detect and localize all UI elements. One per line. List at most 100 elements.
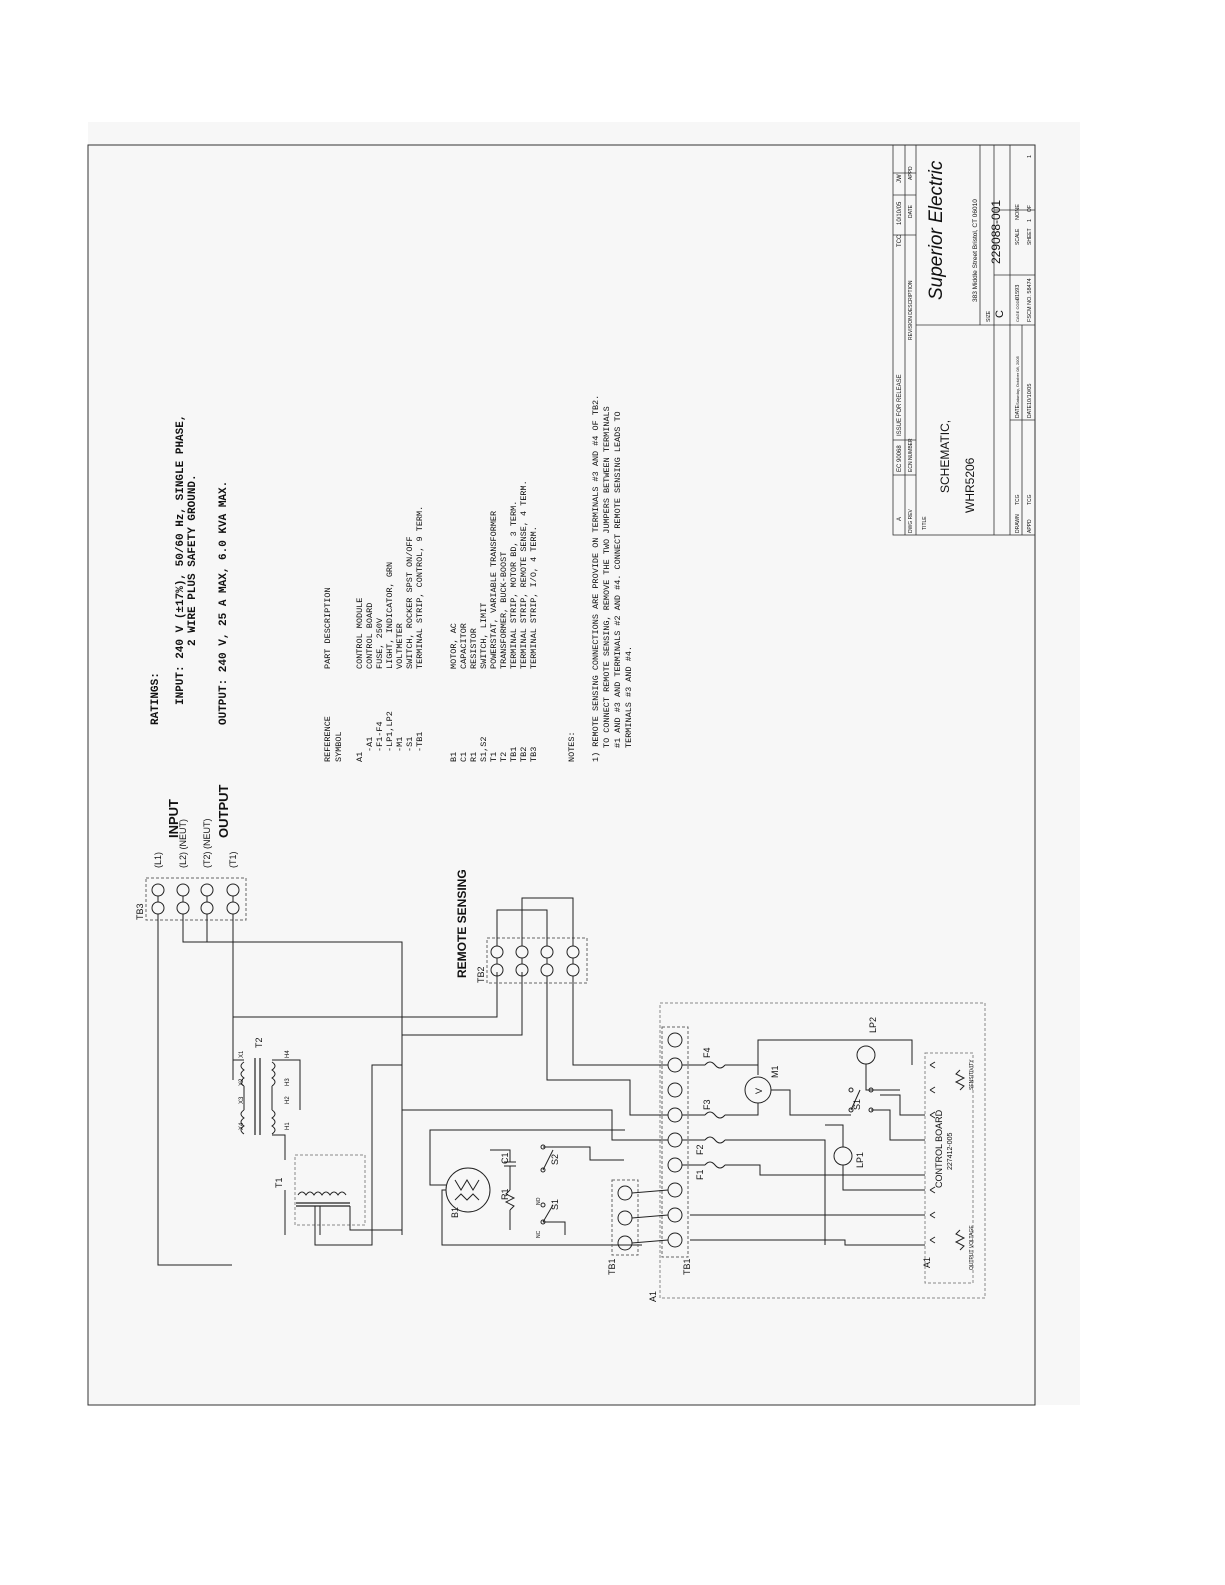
t1-label: T1: [274, 1177, 284, 1188]
f3-label: F3: [702, 1099, 712, 1110]
f2-label: F2: [695, 1144, 705, 1155]
rev-date: 10/10/05: [897, 201, 903, 225]
input-label: INPUT: [166, 799, 181, 838]
ratings-output: OUTPUT: 240 V, 25 A MAX, 6.0 KVA MAX.: [218, 481, 230, 725]
part-description: CONTROL MODULE: [355, 598, 365, 669]
part-description: TRANSFORMER, BUCK-BOOST: [499, 552, 509, 669]
tb2-terminals: [490, 945, 580, 977]
tb1-label-b: TB1: [682, 1258, 692, 1275]
drawn-by: TCG: [1015, 494, 1021, 505]
note-line-4: TERMINALS #3 AND #4.: [624, 646, 634, 748]
part-ref: -F1-F4: [375, 721, 385, 752]
part-description: SWITCH, LIMIT: [479, 603, 489, 669]
note-line-2: TO CONNECT REMOTE SENSING, REMOVE THE TW…: [602, 406, 612, 748]
part-ref: -A1: [365, 737, 375, 752]
hdr-ecn: ECN NUMBER: [908, 438, 914, 472]
fscm-number: FSCM NO. 58474: [1027, 278, 1033, 322]
scale-value: NONE: [1015, 204, 1021, 220]
part-description: SWITCH, ROCKER SPST ON/OFF: [405, 536, 415, 669]
sheet-value: 1: [1027, 219, 1033, 222]
note-line-1: 1) REMOTE SENSING CONNECTIONS ARE PROVID…: [591, 395, 601, 762]
appd-by: TCG: [1027, 494, 1033, 505]
f4-label: F4: [702, 1047, 712, 1058]
part-ref: C1: [459, 752, 469, 762]
part-ref: S1,S2: [479, 736, 489, 762]
lp1-label: LP1: [855, 1152, 865, 1168]
h3-label: H3: [285, 1078, 291, 1086]
cage-value: 01593: [1015, 285, 1021, 300]
output-label: OUTPUT: [216, 785, 231, 839]
r1-label: R1: [500, 1188, 510, 1200]
ratings-block: RATINGS: INPUT: 240 V (±17%), 50/60 Hz, …: [150, 415, 230, 725]
part-description: RESISTOR: [469, 628, 479, 669]
drawing-border: [87, 144, 1036, 1406]
part-description: CONTROL BOARD: [365, 603, 375, 669]
part-ref: -TB1: [415, 732, 425, 752]
f1-label: F1: [695, 1169, 705, 1180]
lp2-label: LP2: [868, 1017, 878, 1033]
title-block-text: A EC 90068 ISSUE FOR RELEASE TCC 10/10/0…: [897, 155, 1033, 533]
c1-label: C1: [500, 1152, 510, 1164]
drawn-date: Saturday, October 08, 2005: [1015, 355, 1020, 405]
part-ref: TB1: [509, 747, 519, 762]
part-description: CAPACITOR: [459, 623, 469, 669]
parts-list: REFERENCE SYMBOL PART DESCRIPTION A1CONT…: [323, 480, 539, 762]
hdr-dwg-rev: DWG REV: [908, 508, 914, 533]
scale-label: SCALE: [1015, 228, 1021, 245]
a1-module-box: [659, 1002, 986, 1299]
no-label: NO: [536, 1197, 542, 1205]
note-line-3: #1 AND #3 AND TERMINALS #2 AND #4. CONNE…: [613, 411, 623, 748]
part-ref: A1: [355, 752, 365, 762]
drawn-label: DRAWN: [1015, 514, 1021, 533]
cage-label: CAGE CODE: [1015, 298, 1020, 322]
control-board-box: [924, 1052, 974, 1284]
remote-sensing-label: REMOTE SENSING: [455, 869, 469, 978]
t2n-label: (T2) (NEUT): [202, 819, 212, 869]
s1-rocker: [771, 1087, 925, 1141]
t1-out-label: (T1): [228, 852, 238, 869]
part-description: POWERSTAT, VARIABLE TRANSFORMER: [489, 511, 499, 669]
limit-switches: [540, 1144, 624, 1235]
h1-label: H1: [285, 1122, 291, 1130]
part-description: LIGHT, INDICATOR, GRN: [385, 562, 395, 669]
ratings-title: RATINGS:: [150, 672, 162, 725]
fuses: [682, 1061, 925, 1245]
rev-description: ISSUE FOR RELEASE: [897, 374, 903, 436]
tb1-control-terminals: [667, 1032, 683, 1248]
part-description: TERMINAL STRIP, CONTROL, 9 TERM.: [415, 506, 425, 669]
title-block: [892, 144, 1036, 536]
company-address: 383 Middle Street Bristol, CT 06010: [972, 199, 979, 302]
schematic: [145, 877, 986, 1299]
sheet-label: SHEET: [1027, 228, 1033, 245]
h2-label: H2: [285, 1096, 291, 1104]
s1-label: S1: [550, 1199, 560, 1210]
appd-date: 10/10/05: [1027, 384, 1033, 405]
lp1-lamp: [833, 1146, 853, 1166]
tb2-label: TB2: [476, 966, 486, 983]
v-label: V: [754, 1088, 764, 1094]
part-ref: TB3: [529, 747, 539, 762]
board-no-label: 227412-005: [947, 1133, 954, 1170]
x2-label: X2: [239, 1078, 245, 1086]
rev-letter: A: [897, 517, 903, 521]
part-ref: R1: [469, 752, 479, 762]
b1-motor: [429, 1129, 642, 1246]
parts-header-ref-2: SYMBOL: [334, 731, 344, 762]
tb1-motor-box: [611, 1179, 639, 1256]
x3-label: X3: [239, 1096, 245, 1104]
a1-label: A1: [648, 1291, 658, 1302]
t2-transformer: [233, 1058, 301, 1160]
tb3-box: [145, 877, 247, 921]
part-ref: T2: [499, 752, 509, 762]
l1-label: (L1): [153, 852, 163, 868]
appd-label: APPD: [1027, 519, 1033, 533]
t1-powerstat: [284, 1064, 402, 1246]
ecn-value: EC 90068: [897, 445, 903, 472]
tb3-label: TB3: [135, 903, 145, 920]
appd-date-label: DATE: [1027, 404, 1033, 418]
part-ref: B1: [449, 752, 459, 762]
nc-label: NC: [536, 1230, 542, 1238]
b1-label: B1: [450, 1207, 460, 1218]
size-label: SIZE: [986, 310, 992, 322]
